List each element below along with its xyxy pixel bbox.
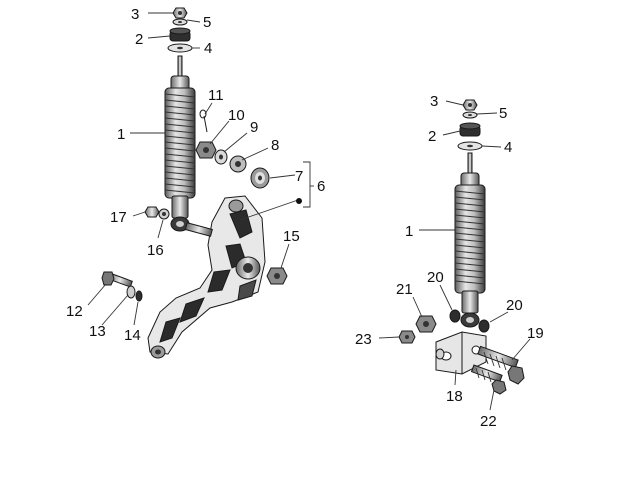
left-callout-17: 17: [110, 209, 127, 226]
right-rubber-bush: [459, 122, 481, 137]
right-shock-lower-eye: [460, 312, 480, 328]
left-callout-13: 13: [89, 323, 106, 340]
right-callout-22: 22: [480, 413, 497, 430]
right-callout-4: 4: [504, 139, 512, 156]
right-bolt-22: [470, 364, 507, 395]
left-pivot-shaft: [184, 222, 213, 237]
left-shock-lower-eye: [170, 216, 190, 232]
left-callout-6: 6: [317, 178, 325, 195]
left-callout-14: 14: [124, 327, 141, 344]
left-top-washer: [172, 18, 188, 26]
left-callout-7: 7: [295, 168, 303, 185]
left-callout-2: 2: [135, 31, 143, 48]
left-rubber-bush: [169, 27, 191, 42]
left-shock-rod: [177, 55, 183, 79]
right-bush-20a: [449, 309, 461, 323]
right-shock-spring: [454, 184, 486, 294]
left-shock-lower-body: [171, 195, 189, 219]
right-callout-18: 18: [446, 388, 463, 405]
right-leader-lines: [378, 100, 531, 411]
left-callout-4: 4: [204, 40, 212, 57]
right-cup-washer: [457, 141, 483, 151]
left-callout-11: 11: [208, 87, 224, 104]
right-shock-lower-body: [461, 290, 479, 314]
right-nut-23: [398, 330, 416, 344]
right-top-washer: [462, 111, 478, 119]
right-shock-rod: [467, 152, 473, 176]
right-callout-21: 21: [396, 281, 413, 298]
left-shock-spring: [164, 87, 196, 199]
left-callout-3: 3: [131, 6, 139, 23]
left-washer-9: [214, 149, 228, 165]
left-bearing-7: [250, 167, 270, 189]
right-callout-23: 23: [355, 331, 372, 348]
left-washer-14: [135, 290, 143, 302]
left-callout-10: 10: [228, 107, 245, 124]
right-bush-20b: [478, 319, 490, 333]
right-assembly: 3 5 2 4 1 20 21 20 23 19 18 22: [355, 93, 544, 430]
left-castle-nut: [195, 141, 217, 159]
left-assembly: 3 5 2 4 1 11 10 9 8 7 6 17 16 15 12 13 1…: [66, 6, 325, 359]
right-callout-20a: 20: [427, 269, 444, 286]
right-callout-2: 2: [428, 128, 436, 145]
right-callout-19: 19: [527, 325, 544, 342]
left-cup-washer: [167, 43, 193, 53]
left-bolt-12: [101, 271, 133, 288]
right-nut-21: [415, 315, 437, 333]
left-spacer-8: [229, 155, 247, 173]
left-nut-17: [144, 206, 160, 218]
right-top-nut: [462, 99, 478, 111]
left-nut-15: [266, 267, 288, 285]
right-washer-23: [435, 348, 445, 360]
left-split-pin: [199, 109, 208, 133]
left-top-nut: [172, 7, 188, 19]
left-callout-8: 8: [271, 137, 279, 154]
left-swing-arm: [147, 195, 266, 359]
left-callout-16: 16: [147, 242, 164, 259]
left-callouts: 3 5 2 4 1 11 10 9 8 7 6 17 16 15 12 13 1…: [66, 6, 325, 344]
right-callout-1: 1: [405, 223, 413, 240]
left-washer-13: [126, 285, 136, 299]
right-callouts: 3 5 2 4 1 20 21 20 23 19 18 22: [355, 93, 544, 430]
left-washer-16: [158, 208, 170, 220]
left-callout-15: 15: [283, 228, 300, 245]
left-callout-1: 1: [117, 126, 125, 143]
right-mount-bracket: [435, 331, 487, 375]
right-callout-3: 3: [430, 93, 438, 110]
left-callout-5: 5: [203, 14, 211, 31]
left-callout-9: 9: [250, 119, 258, 136]
left-leader-lines: [87, 12, 314, 326]
right-bolt-19: [477, 345, 525, 385]
left-callout-12: 12: [66, 303, 83, 320]
right-callout-5: 5: [499, 105, 507, 122]
right-callout-20b: 20: [506, 297, 523, 314]
